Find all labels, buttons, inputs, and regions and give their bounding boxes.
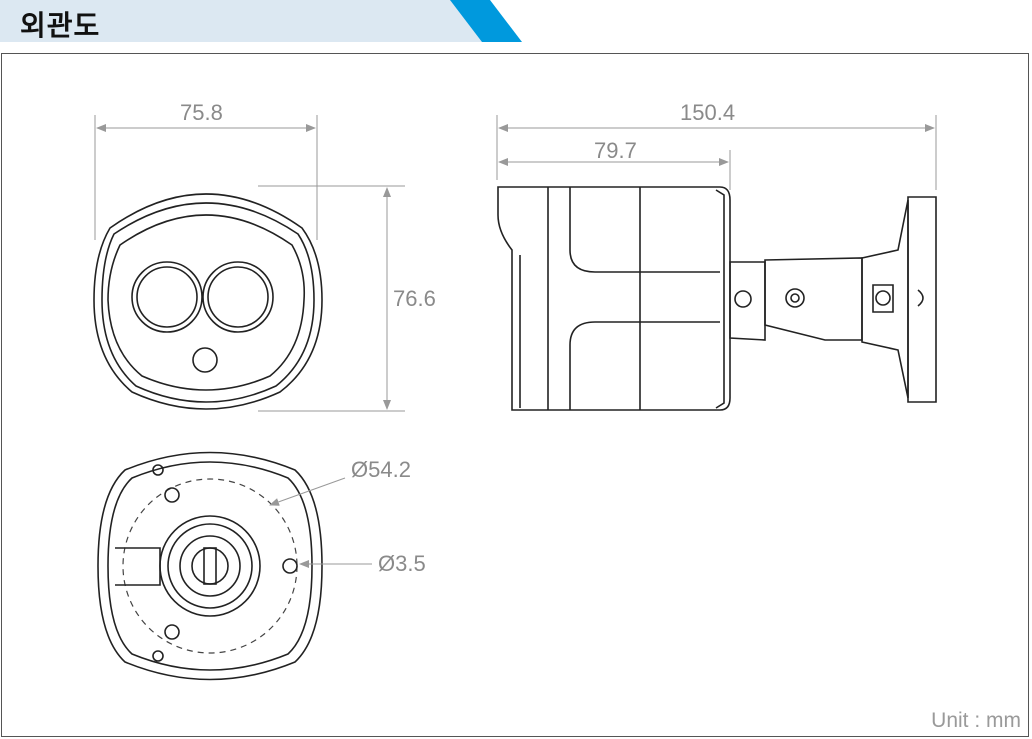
front-height-dimension [258, 185, 405, 412]
side-view [496, 115, 937, 411]
rear-hole-label: Ø3.5 [378, 551, 426, 576]
lens-right [202, 261, 274, 333]
front-height-label: 76.6 [393, 286, 436, 311]
rear-view [97, 451, 372, 681]
header-band-bg [0, 0, 490, 42]
unit-label: Unit : mm [931, 709, 1021, 732]
rear-mount-hole-top [164, 487, 180, 503]
side-plate-notch [917, 289, 924, 307]
page-title: 외관도 [20, 9, 101, 42]
rear-pivot-slot [203, 547, 217, 585]
rear-mount-hole-right [282, 558, 298, 574]
rear-screw-bottom [152, 650, 164, 662]
side-overall-length-label: 150.4 [680, 100, 736, 125]
rear-hub-inner [179, 535, 241, 597]
front-glass-edge [107, 214, 306, 391]
side-arm-screw [785, 288, 805, 308]
front-width-label: 75.8 [180, 100, 223, 125]
side-arm-screw-center [790, 293, 800, 303]
rear-hub-outer [159, 515, 261, 617]
rear-bolt-circle-label: Ø54.2 [351, 457, 411, 482]
rear-mount-hole-bottom [164, 624, 180, 640]
side-neck-screw [734, 290, 752, 308]
lens-right-inner [207, 266, 269, 328]
side-mount-neck [729, 261, 766, 341]
front-view [93, 115, 405, 412]
ir-led-left [131, 261, 203, 333]
side-overall-dimension [496, 115, 937, 190]
rear-hub-mid [167, 523, 253, 609]
drawing-frame [1, 53, 1029, 737]
side-body-length-label: 79.7 [594, 138, 637, 163]
front-width-dimension [94, 115, 318, 240]
side-wall-plate [907, 196, 937, 403]
side-base-bolt-head [875, 290, 891, 306]
front-housing-inner [101, 202, 315, 403]
side-body-dimension [498, 150, 731, 190]
side-base-bolt [872, 284, 894, 313]
front-housing-outer [93, 193, 323, 410]
rear-cable-channel [115, 547, 161, 586]
rear-pivot [191, 547, 229, 585]
side-body-outer [497, 186, 731, 411]
ir-led-left-inner [136, 266, 198, 328]
rear-plate-outer [97, 451, 323, 681]
header-band [0, 0, 522, 42]
side-rear-edge [715, 189, 725, 409]
rear-screw-top [152, 464, 164, 476]
rear-plate-inner [107, 461, 313, 671]
bolt-circle-leader [269, 477, 346, 506]
header-accent [450, 0, 522, 42]
light-sensor [192, 347, 218, 373]
side-mount-base [861, 199, 909, 399]
side-lower-groove [569, 321, 720, 410]
side-mount-arm [764, 257, 863, 341]
side-upper-groove [569, 187, 720, 273]
section-header: 외관도 [0, 0, 1032, 44]
